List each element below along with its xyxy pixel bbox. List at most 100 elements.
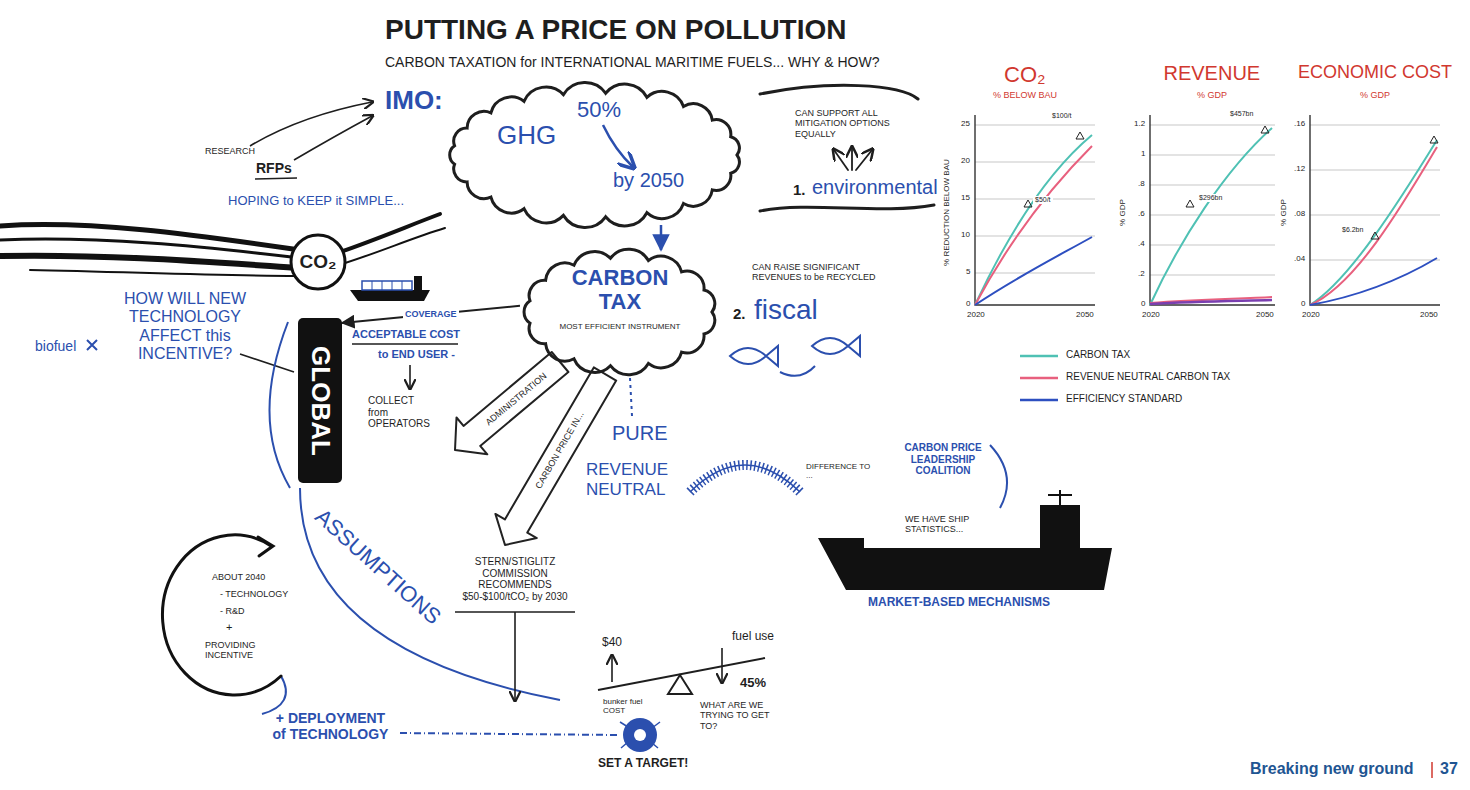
target-symbol (620, 718, 660, 752)
legend-line (1020, 399, 1058, 402)
tick-label: .4 (1138, 239, 1145, 248)
cloud-text: by 2050 (613, 169, 684, 192)
chart-title: CO₂ (1004, 62, 1046, 87)
tick-label: 2020 (967, 310, 985, 319)
loop-arrow (258, 537, 273, 556)
heading-text: MARKET-BASED MECHANISMS (868, 596, 1050, 610)
balance-scale (598, 658, 765, 690)
title-text: PUTTING A PRICE ON POLLUTION (385, 14, 846, 46)
tick-label: 10 (961, 230, 970, 239)
tick-label: 15 (961, 193, 970, 202)
target-symbol (620, 722, 660, 748)
tick-label: 2020 (1302, 310, 1320, 319)
chart-title: ECONOMIC COST (1298, 62, 1452, 83)
connector-label: COVERAGE (403, 309, 459, 319)
tick-label: 5 (966, 267, 970, 276)
co2-chart (975, 146, 1092, 305)
tick-label: 1 (1141, 149, 1145, 158)
axis-title: % REDUCTION BELOW BAU (941, 159, 950, 266)
carbon-tax-cloud: CARBON TAXMOST EFFICIENT INSTRUMENT (520, 250, 720, 374)
research-arrows (255, 178, 297, 179)
revenue-chart (1150, 300, 1272, 304)
note-text: - TECHNOLOGY (220, 589, 288, 599)
balance-scale (598, 648, 765, 694)
revenue-dome (690, 465, 800, 492)
subtitle-text: CARBON TAXATION for INTERNATIONAL MARITI… (385, 54, 879, 70)
goal-cloud: GHG50%by 2050 (445, 85, 745, 225)
legend-text: CARBON TAX (1066, 349, 1130, 361)
co2-puff (291, 235, 345, 289)
data-annotation: $6.2bn (1340, 226, 1365, 234)
target-symbol (634, 729, 646, 741)
note-text: CARBON PRICE LEADERSHIP COALITION (900, 442, 986, 477)
question-text: HOW WILL NEW TECHNOLOGY AFFECT this INCE… (100, 290, 270, 364)
note-text: RESEARCH (205, 146, 255, 156)
footer-separator (1431, 762, 1433, 778)
environmental-bracket (760, 205, 934, 211)
big-ship (1040, 505, 1080, 548)
callout-number: 1. (793, 181, 806, 198)
assumption-arcs (269, 322, 290, 488)
container-ship (350, 276, 430, 301)
economic-cost-chart (1310, 115, 1440, 305)
co2-chart (1024, 132, 1084, 207)
heading-text: fiscal (754, 294, 818, 326)
note-text: COLLECT from OPERATORS (368, 395, 434, 430)
footer-text: Breaking new ground (1250, 760, 1414, 778)
note-text: RFPs (256, 160, 292, 176)
tick-label: 1.2 (1134, 119, 1145, 128)
economic-cost-chart (1310, 258, 1437, 305)
tick-label: 2050 (1420, 310, 1438, 319)
co2-chart (975, 135, 1092, 305)
axis-title: % GDP (1117, 199, 1126, 226)
tick-label: .2 (1138, 269, 1145, 278)
page-number: 37 (1440, 760, 1458, 778)
connector-arrow (660, 225, 663, 250)
legend-text: REVENUE NEUTRAL CARBON TAX (1066, 371, 1230, 383)
coalition-arc (990, 445, 1007, 508)
co2-label: CO₂ (300, 251, 337, 273)
smoke-trail (0, 256, 300, 268)
legend-text: EFFICIENCY STANDARD (1066, 393, 1182, 405)
tick-label: 2050 (1256, 310, 1274, 319)
note-text: CAN SUPPORT ALL MITIGATION OPTIONS EQUAL… (795, 108, 900, 139)
data-annotation: $50/t (1033, 196, 1053, 204)
container-ship (372, 281, 402, 290)
co2-chart (975, 115, 1095, 305)
legend-swatch (1020, 395, 1060, 405)
research-arrows (250, 102, 372, 179)
note-text: PROVIDING INCENTIVE (205, 640, 277, 661)
balance-scale (721, 648, 723, 682)
revenue-chart (1150, 115, 1275, 305)
note-text: STERN/STIGLITZ COMMISSION RECOMMENDS $50… (450, 556, 580, 602)
global-band: GLOBAL (298, 318, 342, 483)
cloud-outline-path (524, 249, 715, 374)
smoke-trail (342, 228, 445, 264)
connector-arrow (342, 306, 520, 323)
heading-text: environmental (812, 176, 938, 199)
loop-arrow (162, 535, 281, 695)
heading-text: ASSUMPTIONS (310, 503, 446, 629)
fiscal-fish (780, 366, 815, 376)
pure-link (630, 378, 632, 416)
economic-cost-chart (1371, 136, 1438, 239)
commission-bracket (514, 612, 516, 700)
axis-title: % GDP (1278, 199, 1287, 226)
chart-title: REVENUE (1164, 62, 1261, 85)
heading-text: + DEPLOYMENT of TECHNOLOGY (268, 710, 393, 742)
heading-text: REVENUE NEUTRAL (586, 460, 676, 499)
note-text: + (226, 621, 232, 634)
assumption-arcs (262, 322, 560, 714)
org-label: IMO: (385, 86, 443, 116)
band-text: GLOBAL (305, 346, 335, 456)
note-text: HOPING to KEEP it SIMPLE... (228, 194, 404, 209)
cloud-text: 50% (577, 97, 621, 122)
tick-label: 20 (961, 156, 970, 165)
co2-chart (975, 237, 1092, 305)
big-ship (1048, 490, 1072, 505)
tick-label: .6 (1138, 209, 1145, 218)
note-text: CAN RAISE SIGNIFICANT REVENUES to be REC… (752, 262, 887, 283)
container-ship (350, 290, 430, 301)
